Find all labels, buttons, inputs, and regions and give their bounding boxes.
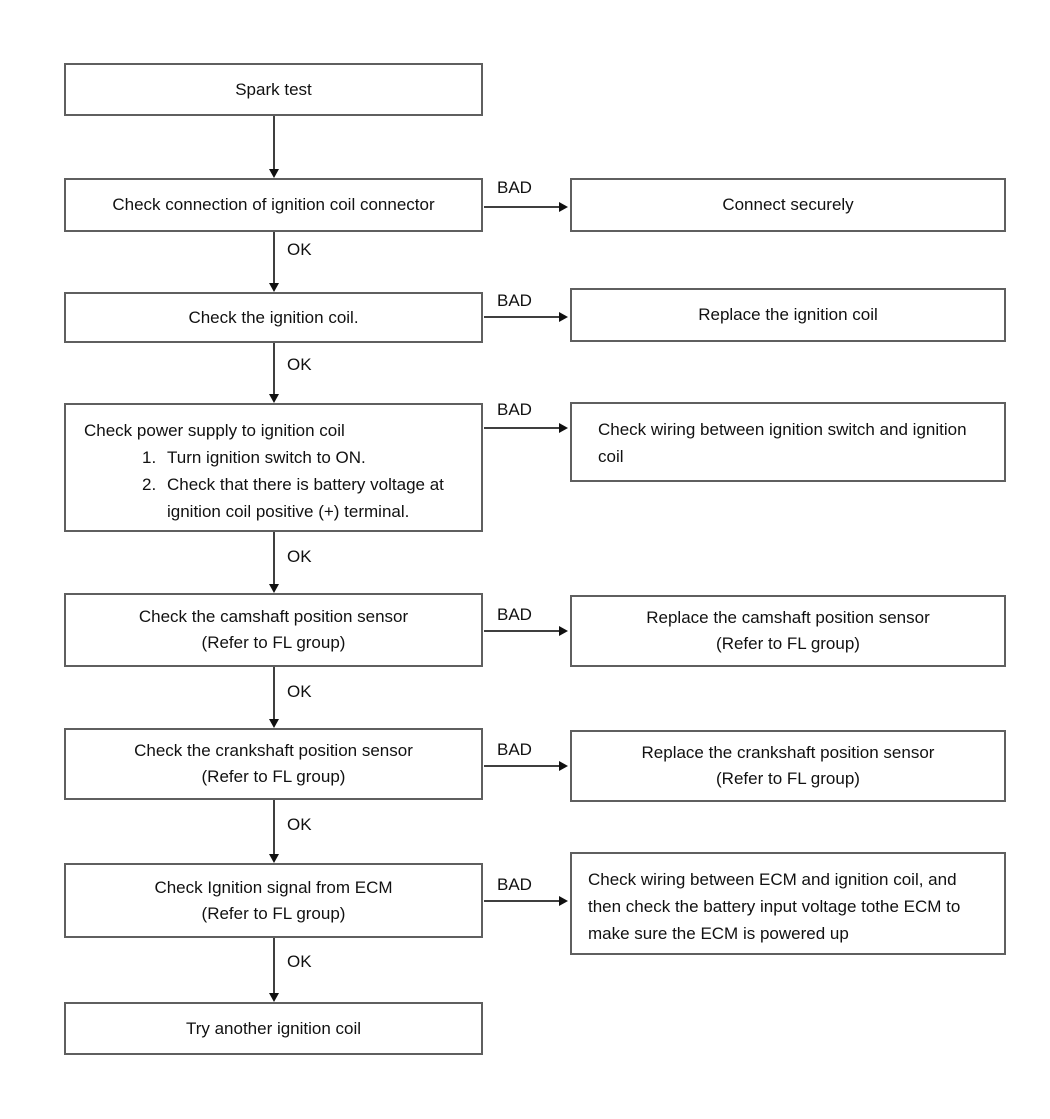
bad-label-1: BAD [497,178,532,197]
node-check-ignition-coil: Check the ignition coil. [64,292,483,343]
arrowhead-right-icon [559,423,568,433]
arrowhead-right-icon [559,312,568,322]
arrow-line-bad-6 [484,900,560,902]
arrowhead-down-icon [269,719,279,728]
arrow-line-ok-6 [273,938,275,994]
arrowhead-right-icon [559,626,568,636]
arrow-line-bad-5 [484,765,560,767]
check-power-step-2: 2. Check that there is battery voltage a… [142,471,475,525]
ok-label-6: OK [287,952,312,971]
node-connect-securely: Connect securely [570,178,1006,232]
arrowhead-down-icon [269,854,279,863]
step-text: Turn ignition switch to ON. [167,448,366,467]
arrow-line-start-to-check-connection [273,116,275,170]
ok-label-3: OK [287,547,312,566]
node-try-another-coil: Try another ignition coil [64,1002,483,1055]
arrowhead-down-icon [269,584,279,593]
node-replace-ignition-coil: Replace the ignition coil [570,288,1006,342]
arrow-line-ok-1 [273,232,275,284]
arrowhead-down-icon [269,993,279,1002]
node-check-power-supply: Check power supply to ignition coil 1. T… [64,403,483,532]
bad-label-5: BAD [497,740,532,759]
ok-label-1: OK [287,240,312,259]
step-text: Check that there is battery voltage at i… [167,475,444,521]
node-replace-crankshaft-sensor: Replace the crankshaft position sensor (… [570,730,1006,802]
node-check-wiring-switch: Check wiring between ignition switch and… [570,402,1006,482]
arrow-line-bad-3 [484,427,560,429]
ok-label-2: OK [287,355,312,374]
step-number: 2. [142,475,157,494]
arrowhead-down-icon [269,394,279,403]
node-check-crankshaft-sensor: Check the crankshaft position sensor (Re… [64,728,483,800]
arrow-line-ok-4 [273,667,275,720]
arrow-line-ok-5 [273,800,275,855]
ok-label-4: OK [287,682,312,701]
node-check-camshaft-sensor: Check the camshaft position sensor (Refe… [64,593,483,667]
arrowhead-right-icon [559,761,568,771]
bad-label-2: BAD [497,291,532,310]
arrowhead-down-icon [269,283,279,292]
bad-label-6: BAD [497,875,532,894]
arrowhead-right-icon [559,202,568,212]
arrow-line-bad-4 [484,630,560,632]
step-number: 1. [142,448,157,467]
arrow-line-bad-1 [484,206,560,208]
arrow-line-bad-2 [484,316,560,318]
bad-label-4: BAD [497,605,532,624]
arrow-line-ok-2 [273,343,275,395]
node-spark-test: Spark test [64,63,483,116]
check-power-title: Check power supply to ignition coil [84,421,345,440]
ok-label-5: OK [287,815,312,834]
check-power-step-1: 1. Turn ignition switch to ON. [142,444,475,471]
node-check-ecm-signal: Check Ignition signal from ECM (Refer to… [64,863,483,938]
node-replace-camshaft-sensor: Replace the camshaft position sensor (Re… [570,595,1006,667]
arrowhead-down-icon [269,169,279,178]
arrowhead-right-icon [559,896,568,906]
bad-label-3: BAD [497,400,532,419]
arrow-line-ok-3 [273,532,275,585]
node-check-connection: Check connection of ignition coil connec… [64,178,483,232]
node-check-wiring-ecm: Check wiring between ECM and ignition co… [570,852,1006,955]
